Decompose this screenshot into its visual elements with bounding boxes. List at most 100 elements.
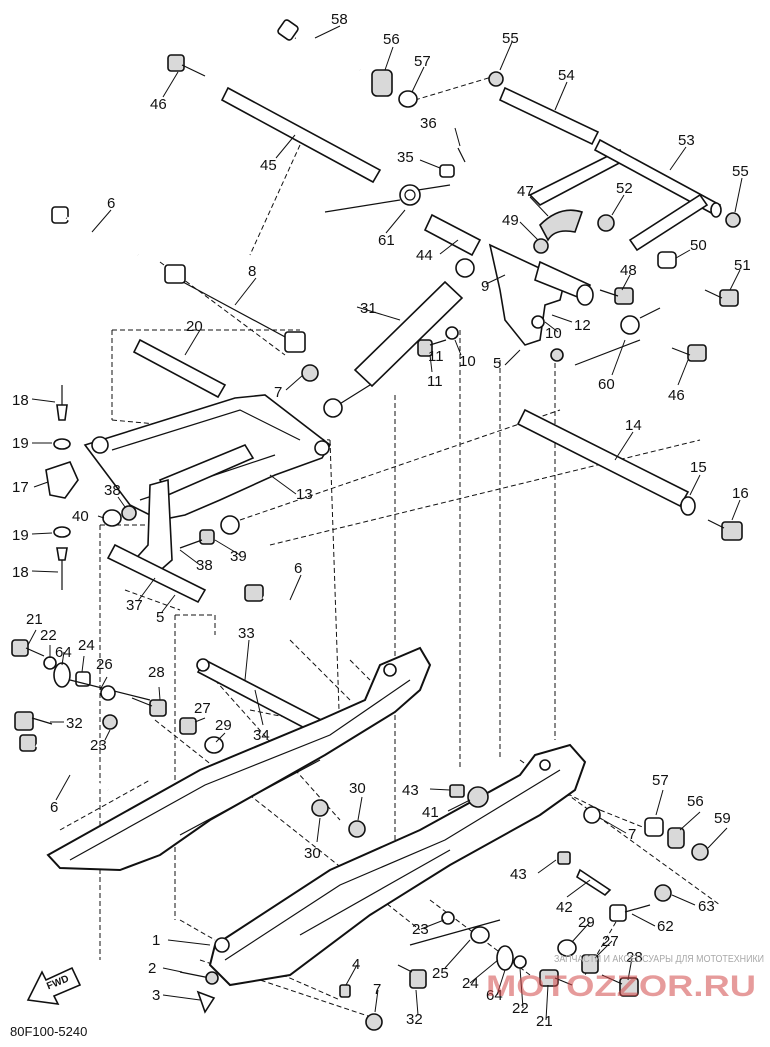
part-label: 44	[416, 247, 433, 264]
part-label: 24	[78, 637, 95, 654]
nut-7-upper	[301, 364, 319, 382]
diagram-code: 80F100-5240	[10, 1024, 87, 1039]
part-label: 61	[378, 232, 395, 249]
collar-57-bottom	[644, 817, 664, 837]
collar-29-left	[204, 736, 224, 754]
bolt-6-middle	[244, 584, 336, 642]
part-label: 54	[558, 67, 575, 84]
shaft-45	[220, 86, 382, 184]
collar-41	[467, 786, 489, 808]
bolt-21-right	[539, 969, 573, 987]
part-label: 43	[402, 782, 419, 799]
bushing-27-right	[581, 954, 599, 974]
collar-38-a	[121, 505, 137, 521]
bolt-21-left	[11, 639, 45, 657]
part-label: 16	[732, 485, 749, 502]
collar-29-right	[557, 939, 577, 957]
nut-5-top	[550, 348, 564, 362]
nut-30-left	[311, 799, 329, 817]
part-labels: 58 56 55 57 54 46 36 45 53 35 55 47 52 6…	[12, 11, 751, 1030]
bracket-17	[45, 461, 79, 499]
part-label: 12	[574, 317, 591, 334]
bolt-32-right	[397, 964, 427, 989]
part-label: 19	[12, 527, 29, 544]
part-label: 60	[598, 376, 615, 393]
spring-61	[324, 184, 451, 213]
bolt-62	[609, 904, 651, 922]
leader-lines	[27, 25, 743, 1021]
part-label: 1	[152, 932, 160, 949]
part-label: 17	[12, 479, 29, 496]
nut-7-bottom	[365, 1013, 383, 1031]
bolt-48	[599, 287, 634, 305]
part-label: 56	[687, 793, 704, 810]
part-label: 37	[126, 597, 143, 614]
slider-43-a	[449, 784, 465, 798]
part-label: 13	[296, 486, 313, 503]
nut-30-right	[348, 820, 366, 838]
plug-4	[339, 984, 351, 998]
part-label: 18	[12, 564, 29, 581]
part-label: 45	[260, 157, 277, 174]
shaft-14	[516, 408, 690, 508]
bolt-42	[575, 868, 612, 897]
part-label: 41	[422, 804, 439, 821]
forward-arrow-icon: FWD	[26, 966, 82, 1005]
part-label: 48	[620, 262, 637, 279]
bushing-27-left	[179, 717, 197, 735]
part-label: 22	[40, 627, 57, 644]
bolt-6-bottom	[19, 734, 109, 792]
part-label: 53	[678, 132, 695, 149]
part-label: 10	[459, 353, 476, 370]
collar-57	[398, 90, 418, 108]
bolt-58	[277, 19, 361, 72]
bolt-46-top	[167, 54, 206, 77]
shaft-54	[498, 86, 600, 146]
collar-15	[680, 496, 696, 516]
part-label: 55	[732, 163, 749, 180]
collar-23-left	[102, 714, 118, 730]
part-label: 7	[373, 981, 381, 998]
bolt-16	[707, 519, 743, 541]
nut-59	[691, 843, 709, 861]
part-label: 34	[253, 727, 270, 744]
part-label: 64	[55, 644, 72, 661]
bushing-56-bottom	[667, 827, 685, 849]
part-label: 42	[556, 899, 573, 916]
bolt-32-left	[14, 711, 53, 731]
part-label: 14	[625, 417, 642, 434]
screw-3	[196, 990, 216, 1014]
part-label: 29	[215, 717, 232, 734]
part-label: 43	[510, 866, 527, 883]
slider-43-b	[557, 851, 571, 865]
part-label: 27	[602, 933, 619, 950]
bracket-9	[488, 243, 594, 346]
part-label: 21	[536, 1013, 553, 1030]
part-label: 2	[148, 960, 156, 977]
part-label: 56	[383, 31, 400, 48]
part-label: 23	[412, 921, 429, 938]
shock-31	[323, 280, 464, 418]
nut-52	[597, 214, 615, 232]
part-label: 57	[652, 772, 669, 789]
spring-60	[574, 307, 661, 366]
part-label: 7	[628, 826, 636, 843]
part-label: 18	[12, 392, 29, 409]
part-label: 31	[360, 300, 377, 317]
part-label: 50	[690, 237, 707, 254]
bolt-6-top	[51, 206, 139, 257]
part-label: 38	[104, 482, 121, 499]
washer-22-right	[513, 955, 527, 969]
part-label: 6	[107, 195, 115, 212]
collar-49	[533, 238, 549, 254]
slide-rail-left	[46, 646, 432, 872]
bolt-28-right	[601, 974, 639, 997]
part-label: 5	[156, 609, 164, 626]
nut-55-right	[725, 212, 741, 228]
plate-64-right	[496, 945, 514, 971]
part-label: 46	[668, 387, 685, 404]
bolt-39	[179, 529, 215, 549]
part-label: 36	[420, 115, 437, 132]
washer-19-top	[53, 438, 71, 450]
